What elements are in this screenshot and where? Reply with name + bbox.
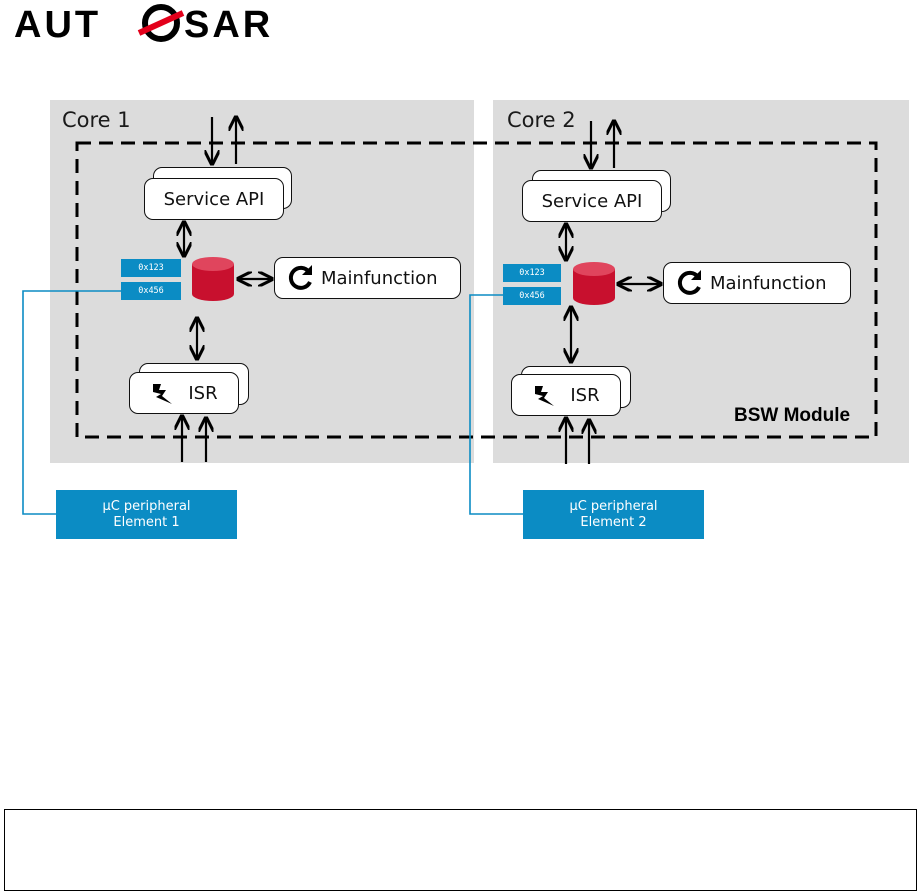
bsw-module-boundary [75, 141, 878, 439]
core-2-service-api-box: Service API [522, 180, 662, 222]
core-1-register-2: 0x456 [121, 282, 181, 300]
peripheral-line-2: Element 1 [113, 514, 180, 530]
core-2-register-2: 0x456 [503, 287, 561, 305]
core-1-title: Core 1 [62, 108, 131, 132]
bsw-module-label: BSW Module [734, 405, 851, 426]
peripheral-1-connector [22, 290, 121, 515]
core-1-database-icon [192, 257, 234, 301]
refresh-icon [677, 270, 701, 295]
isr-label: ISR [188, 382, 218, 404]
core-1-mainfunction-box: Mainfunction [274, 257, 461, 299]
lightning-icon [535, 386, 555, 406]
service-api-label: Service API [541, 190, 643, 212]
mainfunction-label: Mainfunction [710, 272, 827, 294]
caption-box [4, 809, 917, 891]
core-2-isr-box: ISR [511, 374, 621, 416]
peripheral-2-connector [469, 294, 523, 515]
autosar-logo: AUT SAR [14, 4, 273, 42]
autosar-logo-o [137, 4, 185, 42]
core-1-isr-box: ISR [129, 372, 239, 414]
core-2-mainfunction-box: Mainfunction [663, 262, 851, 304]
peripheral-line-1: µC peripheral [569, 498, 658, 514]
core-2-register-1: 0x123 [503, 264, 561, 282]
autosar-logo-text: AUT [14, 4, 101, 42]
mainfunction-label: Mainfunction [321, 267, 438, 289]
peripheral-element-1: µC peripheral Element 1 [56, 490, 237, 539]
isr-label: ISR [570, 384, 600, 406]
core-1-service-api-box: Service API [144, 178, 284, 220]
peripheral-line-2: Element 2 [580, 514, 647, 530]
refresh-icon [288, 265, 312, 290]
core-2-database-icon [573, 262, 615, 305]
service-api-label: Service API [163, 188, 265, 210]
peripheral-line-1: µC peripheral [102, 498, 191, 514]
core-1-register-1: 0x123 [121, 259, 181, 277]
peripheral-element-2: µC peripheral Element 2 [523, 490, 704, 539]
lightning-icon [153, 384, 173, 404]
core-2-title: Core 2 [507, 108, 576, 132]
svg-text:SAR: SAR [184, 4, 273, 42]
